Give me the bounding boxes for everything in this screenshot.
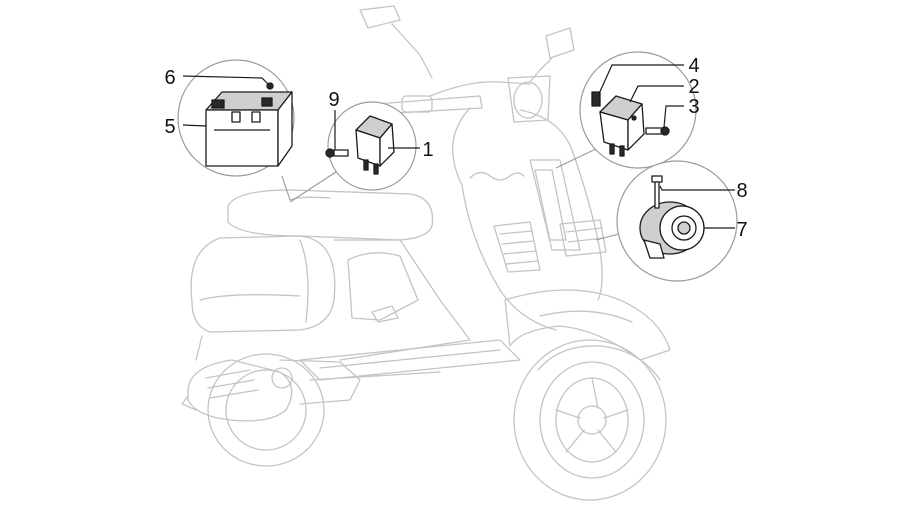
leader-8 <box>659 185 735 191</box>
callout-9: 9 <box>328 89 339 111</box>
callout-8: 8 <box>736 180 747 202</box>
battery <box>205 91 293 167</box>
leader-5 <box>182 124 207 127</box>
battery-pointer <box>281 175 291 201</box>
horn-bolt <box>651 175 663 209</box>
battery-screw <box>266 82 274 90</box>
relay-right-screw <box>645 126 670 136</box>
scooter-outline <box>181 5 671 501</box>
leader-6 <box>182 75 269 85</box>
callout-labels: 6 5 9 1 4 2 3 8 7 <box>164 55 747 241</box>
callout-3: 3 <box>688 96 699 118</box>
leader-2 <box>629 85 684 103</box>
leader-3 <box>663 105 684 128</box>
right-relay-pointer <box>555 145 603 169</box>
callout-6: 6 <box>164 67 175 89</box>
callout-7: 7 <box>736 219 747 241</box>
callout-4: 4 <box>688 55 699 77</box>
relay-right <box>599 95 645 157</box>
horn <box>639 201 705 259</box>
leader-4 <box>597 64 684 97</box>
relay-pointer <box>289 167 343 203</box>
leader-lines <box>182 64 735 229</box>
relay-left <box>355 115 395 175</box>
callout-5: 5 <box>164 116 175 138</box>
relay-screw-left <box>325 148 349 158</box>
relay-right-bracket <box>591 91 601 107</box>
pointer-lines <box>281 145 635 241</box>
callout-1: 1 <box>422 139 433 161</box>
callout-2: 2 <box>688 76 699 98</box>
